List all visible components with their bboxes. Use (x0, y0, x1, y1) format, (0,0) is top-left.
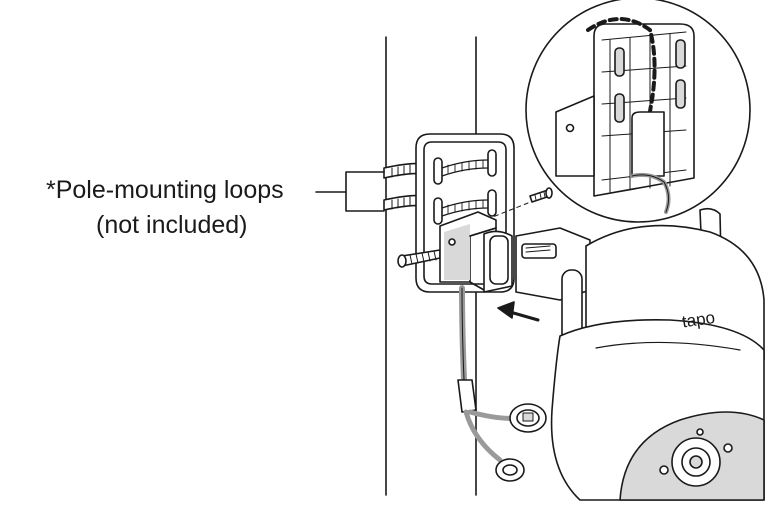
detail-magnifier (525, 0, 751, 223)
insert-arrow (497, 301, 540, 322)
camera-body (515, 207, 765, 501)
callout-label-line-2: (not included) (96, 211, 248, 239)
brand-logo: tapo (681, 308, 716, 331)
callout-label-line-1: *Pole-mounting loops (46, 176, 284, 204)
camera-bracket (439, 211, 513, 293)
screw-left (397, 249, 441, 268)
callout-bracket (315, 171, 385, 212)
camera-cable (457, 285, 547, 482)
